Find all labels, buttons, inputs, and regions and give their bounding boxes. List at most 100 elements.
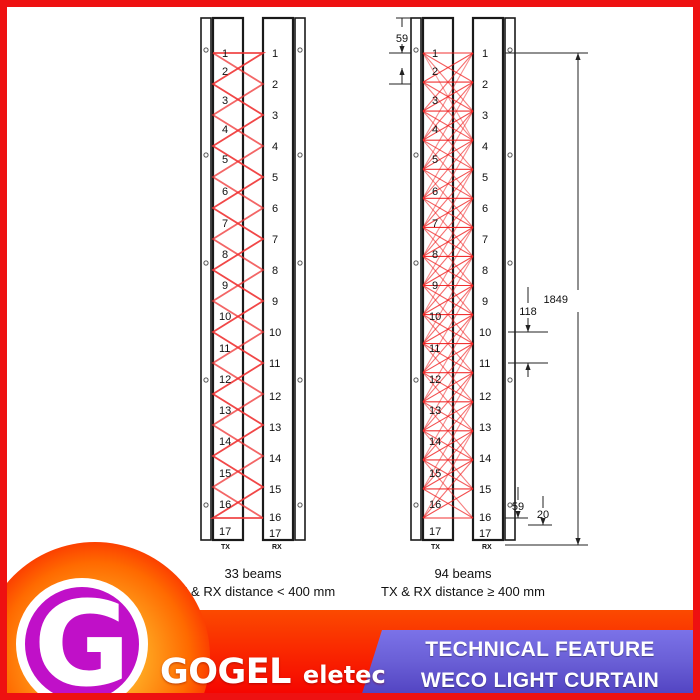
tx-number: 10 xyxy=(219,311,231,323)
tx-number: 1 xyxy=(432,48,438,60)
rx-number: 16 xyxy=(269,512,281,524)
dim-pitch-value: 118 xyxy=(519,306,537,318)
tx-number: 10 xyxy=(429,311,441,323)
dim-bottom-offset: 59 xyxy=(505,487,528,546)
tx-number: 7 xyxy=(222,218,228,230)
banner-title: TECHNICAL FEATURE WECO LIGHT CURTAIN xyxy=(390,634,690,696)
rx-number: 1 xyxy=(482,48,488,60)
logo-circle xyxy=(16,578,148,700)
right-rx-label: RX xyxy=(482,544,492,551)
dim-total-height: 1849 xyxy=(505,52,588,546)
tx-number: 1 xyxy=(222,48,228,60)
rx-number: 8 xyxy=(272,265,278,277)
tx-number: 4 xyxy=(222,124,228,136)
left-rx-label: RX xyxy=(272,544,282,551)
left-caption-beams: 33 beams xyxy=(224,566,282,581)
tx-number: 4 xyxy=(432,124,438,136)
rx-number: 4 xyxy=(482,141,488,153)
rx-number: 11 xyxy=(479,358,490,370)
tx-number: 5 xyxy=(222,154,228,166)
rx-number: 14 xyxy=(479,453,491,465)
banner-title-line1: TECHNICAL FEATURE xyxy=(425,638,655,661)
rx-number: 10 xyxy=(479,327,491,339)
rx-number: 9 xyxy=(272,296,278,308)
dimension-annotations: 59 118 1849 xyxy=(389,17,588,546)
dim-bottom-small: 20 xyxy=(528,496,552,546)
left-unit: 1 2 3 4 5 6 7 8 9 10 11 12 13 14 15 16 1… xyxy=(171,16,335,599)
tx-number: 15 xyxy=(219,468,231,480)
logo-letter-g-icon: G xyxy=(33,575,131,700)
rx-number: 1 xyxy=(272,48,278,60)
dim-top-offset-value: 59 xyxy=(396,33,408,45)
banner-blue-panel xyxy=(360,630,700,700)
tx-number: 16 xyxy=(219,499,231,511)
rx-number: 2 xyxy=(272,79,278,91)
tx-number: 3 xyxy=(222,95,228,107)
tx-number: 17 xyxy=(219,526,231,538)
tx-number: 9 xyxy=(222,280,228,292)
rx-number: 3 xyxy=(272,110,278,122)
brand-suffix: eletec xyxy=(302,661,386,689)
rx-number: 5 xyxy=(272,172,278,184)
tx-number: 13 xyxy=(219,405,231,417)
tx-number: 5 xyxy=(432,154,438,166)
dim-top-offset: 59 xyxy=(389,17,411,85)
left-rx-numbers: 1 2 3 4 5 6 7 8 9 10 11 12 13 14 15 16 1… xyxy=(269,48,281,540)
right-tx-label: TX xyxy=(431,544,440,551)
rx-number: 12 xyxy=(269,391,281,403)
rx-number: 13 xyxy=(269,422,281,434)
rx-number: 8 xyxy=(482,265,488,277)
rx-number: 17 xyxy=(479,528,491,540)
dim-bottom-offset-value: 59 xyxy=(512,501,524,513)
rx-number: 2 xyxy=(482,79,488,91)
tx-number: 13 xyxy=(429,405,441,417)
tx-number: 6 xyxy=(432,186,438,198)
tx-number: 2 xyxy=(222,66,228,78)
brand-name: GOGEL xyxy=(160,652,291,692)
rx-number: 15 xyxy=(479,484,491,496)
right-caption-beams: 94 beams xyxy=(434,566,492,581)
rx-number: 17 xyxy=(269,528,281,540)
tx-number: 6 xyxy=(222,186,228,198)
dim-bottom-small-value: 20 xyxy=(537,509,549,521)
tx-number: 8 xyxy=(432,249,438,261)
rx-number: 16 xyxy=(479,512,491,524)
tx-number: 8 xyxy=(222,249,228,261)
right-beam-pattern xyxy=(422,52,474,519)
right-rx-column xyxy=(471,16,516,542)
rx-number: 11 xyxy=(269,358,280,370)
frame-left-edge xyxy=(0,0,7,700)
rx-number: 5 xyxy=(482,172,488,184)
left-tx-label: TX xyxy=(221,544,230,551)
rx-number: 10 xyxy=(269,327,281,339)
frame-right-edge xyxy=(693,0,700,700)
brand-lockup: GOGEL eletec xyxy=(160,652,386,692)
tx-number: 14 xyxy=(429,436,441,448)
tx-number: 14 xyxy=(219,436,231,448)
dim-pitch: 118 xyxy=(508,287,548,377)
rx-number: 6 xyxy=(482,203,488,215)
tx-number: 12 xyxy=(219,374,231,386)
rx-number: 3 xyxy=(482,110,488,122)
tx-number: 11 xyxy=(429,343,440,355)
tx-number: 17 xyxy=(429,526,441,538)
right-caption-distance: TX & RX distance ≥ 400 mm xyxy=(381,584,545,599)
rx-number: 14 xyxy=(269,453,281,465)
left-caption-distance: TX & RX distance < 400 mm xyxy=(171,584,335,599)
rx-number: 7 xyxy=(482,234,488,246)
rx-number: 6 xyxy=(272,203,278,215)
right-unit: 1 2 3 4 5 6 7 8 9 10 11 12 13 14 15 16 1… xyxy=(381,16,545,599)
tx-number: 15 xyxy=(429,468,441,480)
rx-number: 9 xyxy=(482,296,488,308)
left-beam-pattern xyxy=(209,52,267,519)
tx-number: 2 xyxy=(432,66,438,78)
banner-title-line2: WECO LIGHT CURTAIN xyxy=(420,669,660,692)
left-tx-numbers: 1 2 3 4 5 6 7 8 9 10 11 12 13 14 15 16 1… xyxy=(219,48,231,538)
tx-number: 3 xyxy=(432,95,438,107)
rx-number: 12 xyxy=(479,391,491,403)
tx-number: 9 xyxy=(432,280,438,292)
left-rx-column xyxy=(261,16,306,542)
rx-number: 15 xyxy=(269,484,281,496)
